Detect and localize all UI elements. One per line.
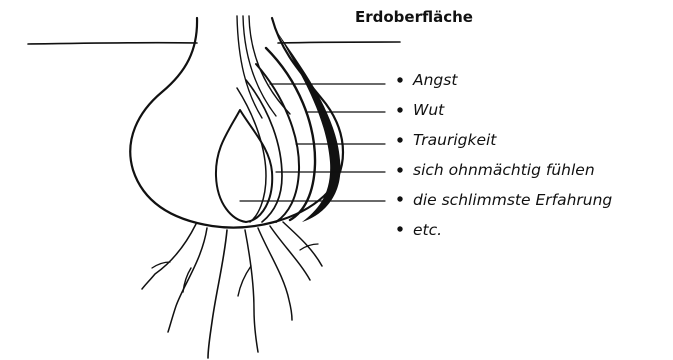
label-etc: etc. xyxy=(413,221,442,239)
bullet-traurigkeit xyxy=(397,137,402,142)
label-angst: Angst xyxy=(412,71,458,89)
label-ohnmacht: sich ohnmächtig fühlen xyxy=(413,161,595,179)
bulb-outline xyxy=(130,18,343,228)
label-traurigkeit: Traurigkeit xyxy=(413,131,497,149)
label-list: Angst Wut Traurigkeit sich ohnmächtig fü… xyxy=(397,71,612,239)
roots xyxy=(142,222,322,358)
bullet-erfahrung xyxy=(397,196,402,201)
surface-label: Erdoberfläche xyxy=(355,8,473,26)
bullet-angst xyxy=(397,77,402,82)
onion-layers xyxy=(237,30,340,222)
bullet-etc xyxy=(397,226,402,231)
ground-line xyxy=(28,42,400,44)
label-erfahrung: die schlimmste Erfahrung xyxy=(413,191,612,209)
label-wut: Wut xyxy=(413,101,445,119)
bulb-core xyxy=(216,110,272,222)
bullet-ohnmacht xyxy=(397,167,402,172)
bullet-wut xyxy=(397,107,402,112)
outer-layer-thick xyxy=(276,30,340,222)
